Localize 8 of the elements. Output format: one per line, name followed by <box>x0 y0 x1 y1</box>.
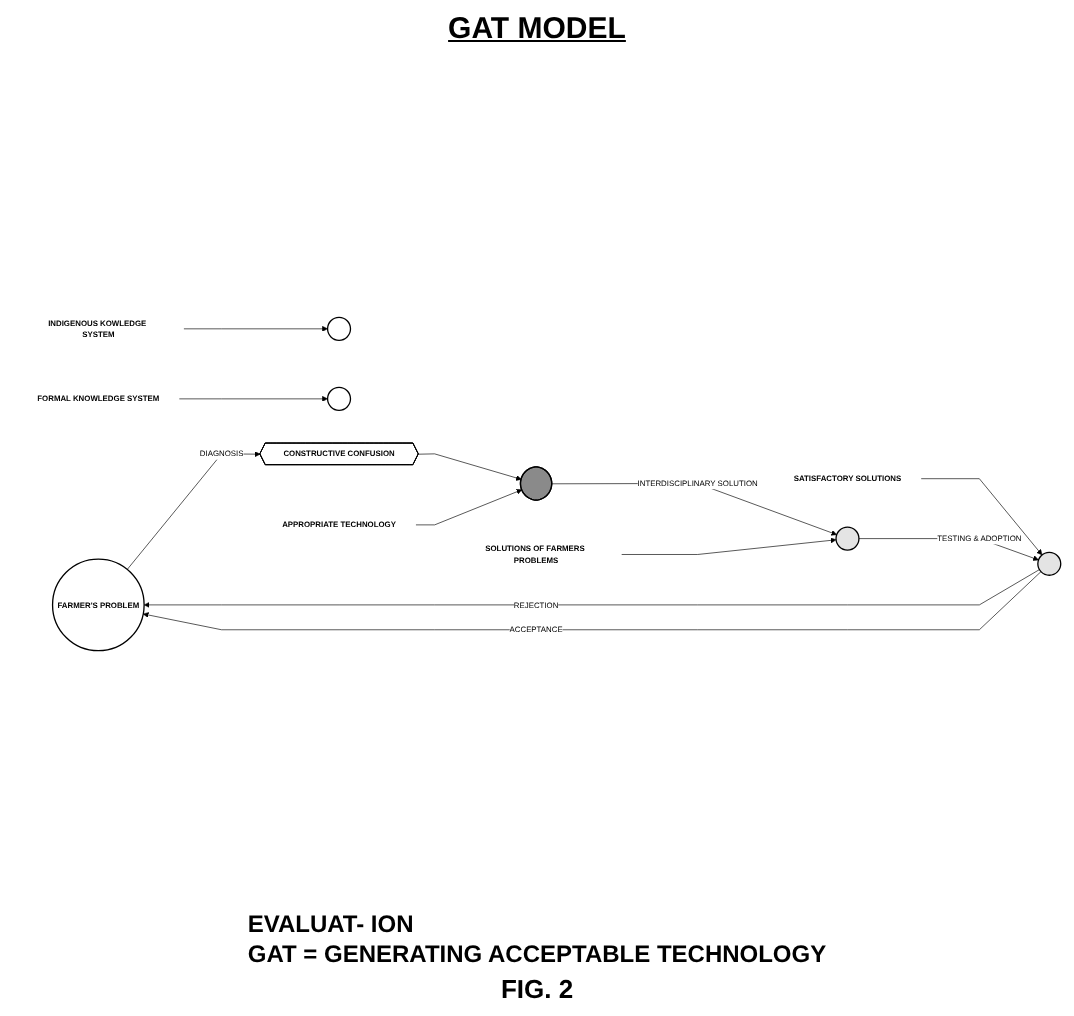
node-circle <box>326 316 352 341</box>
node-circle <box>835 526 860 551</box>
node-circle <box>1037 551 1062 576</box>
figure-caption: FIG. 2 <box>500 974 574 1004</box>
note-text: GAT = GENERATING ACCEPTABLE TECHNOLOGY <box>247 940 827 968</box>
node-circle <box>326 386 352 411</box>
note-text: EVALUAT- ION <box>247 910 416 938</box>
diagram-title: GAT MODEL <box>448 12 626 46</box>
